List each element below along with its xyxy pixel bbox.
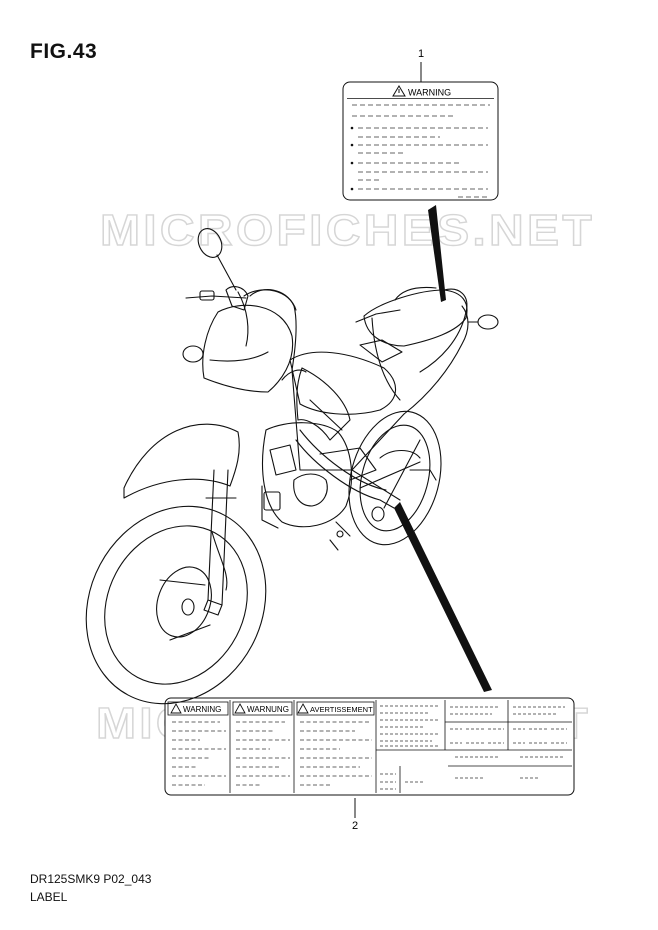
front-fork [203, 469, 237, 616]
cables [211, 289, 297, 591]
warning-triangle-icon [297, 703, 309, 714]
warning-label-1: WARNING [342, 81, 499, 201]
tail-section [371, 288, 499, 415]
exhaust [295, 429, 395, 509]
model-code: DR125SMK9 P02_043 [30, 872, 152, 886]
label2-col-warnung: WARNUNG [232, 701, 293, 716]
callout-number-1: 1 [418, 48, 424, 60]
figure-name: LABEL [30, 890, 68, 904]
rear-wheel [348, 410, 442, 546]
label2-spec-table [376, 700, 572, 793]
motorcycle-illustration [85, 228, 499, 705]
seat [355, 286, 468, 347]
label1-text-lines [352, 104, 490, 198]
fuel-tank [281, 339, 403, 415]
front-fender [123, 423, 240, 499]
label2-col-warning: WARNING [167, 701, 229, 716]
mirror [197, 228, 237, 291]
headlight-cowl [182, 304, 294, 393]
side-panel [296, 367, 351, 441]
figure-title: FIG.43 [30, 40, 98, 63]
front-wheel [85, 505, 267, 705]
callout-number-2: 2 [352, 820, 358, 832]
label2-text-lines [172, 721, 372, 786]
warning-label-2: WARNING WARNUNG AVERTISSEMENT [164, 697, 575, 796]
label1-heading: WARNING [408, 88, 451, 98]
frame [291, 369, 437, 501]
pointer-wedge-part1 [428, 205, 446, 302]
label2-heading-avertissement: AVERTISSEMENT [310, 705, 373, 714]
warning-triangle-icon [234, 703, 246, 714]
pointer-wedge-part2 [394, 502, 492, 692]
label2-heading-warning: WARNING [183, 705, 221, 714]
engine [261, 422, 377, 551]
label2-col-avertissement: AVERTISSEMENT [296, 701, 375, 716]
label2-heading-warnung: WARNUNG [247, 705, 289, 714]
watermark-top: MICROFICHES.NET [100, 206, 595, 255]
warning-triangle-icon [170, 703, 182, 714]
warning-triangle-icon [392, 85, 406, 97]
